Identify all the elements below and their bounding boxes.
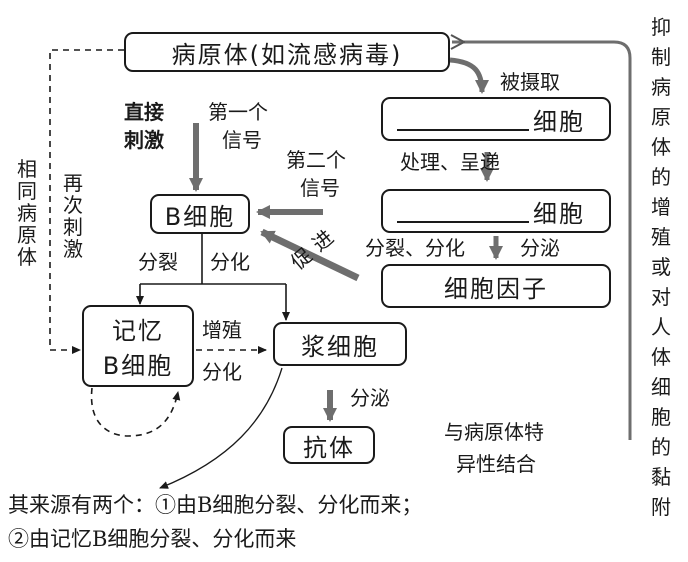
inhibit-arrow: [452, 42, 632, 440]
memory-self-loop-arrow: [90, 387, 181, 437]
plasma-cell-node: 浆细胞: [273, 322, 407, 366]
memory-b-line2: B细胞: [102, 352, 174, 380]
apc-blank: [397, 107, 529, 131]
source-note-line1: 其来源有两个：①由B细胞分裂、分化而来；: [8, 493, 423, 517]
first-signal-label-1: 第一个: [208, 100, 268, 124]
differentiate2-label: 分化: [202, 360, 242, 384]
source-note-arrow: [159, 367, 283, 489]
apc-suffix: 细胞: [533, 107, 585, 136]
secrete-antibody-label: 分泌: [350, 386, 390, 410]
th-blank: [397, 199, 529, 223]
direct-stim-label-1: 直接: [124, 100, 164, 124]
th-node: 细胞: [381, 189, 611, 233]
bind-label-2: 异性结合: [456, 452, 536, 476]
memory-b-line1: 记忆: [112, 317, 164, 345]
engulfed-arrow: [449, 57, 489, 94]
divide-differentiate-label-a: 分裂、分化: [365, 236, 465, 260]
b-cell-branch-line: [140, 234, 286, 285]
pathogen-node: 病原体(如流感病毒): [124, 32, 450, 72]
inhibit-label: 抑制病原体的增殖或对人体细胞的黏附: [651, 15, 671, 519]
process-present-label: 处理、呈递: [400, 150, 500, 174]
memory-b-node: 记忆 B细胞: [82, 305, 194, 387]
antibody-node: 抗体: [283, 426, 375, 464]
direct-stim-label-2: 刺激: [124, 128, 164, 152]
divide-label: 分裂: [138, 250, 178, 274]
second-signal-label-1: 第二个: [286, 148, 346, 172]
restimulate-label: 再次刺激: [63, 171, 83, 261]
engulfed-label: 被摄取: [500, 70, 560, 94]
b-cell-node: B细胞: [150, 194, 250, 234]
second-signal-label-2: 信号: [300, 176, 340, 200]
same-pathogen-label: 相同病原体: [17, 157, 37, 269]
apc-node: 细胞: [381, 97, 611, 141]
differentiate-label: 分化: [210, 250, 250, 274]
proliferate-label: 增殖: [202, 318, 242, 342]
same-pathogen-dashed-arrow: [49, 49, 124, 354]
source-note-line2: ②由记忆B细胞分裂、分化而来: [8, 527, 297, 551]
secrete-label-a: 分泌: [520, 236, 560, 260]
th-suffix: 细胞: [533, 199, 585, 228]
cytokine-node: 细胞因子: [381, 264, 611, 308]
first-signal-label-2: 信号: [222, 128, 262, 152]
promote-arrow: [260, 228, 360, 282]
bind-label-1: 与病原体特: [444, 420, 544, 444]
